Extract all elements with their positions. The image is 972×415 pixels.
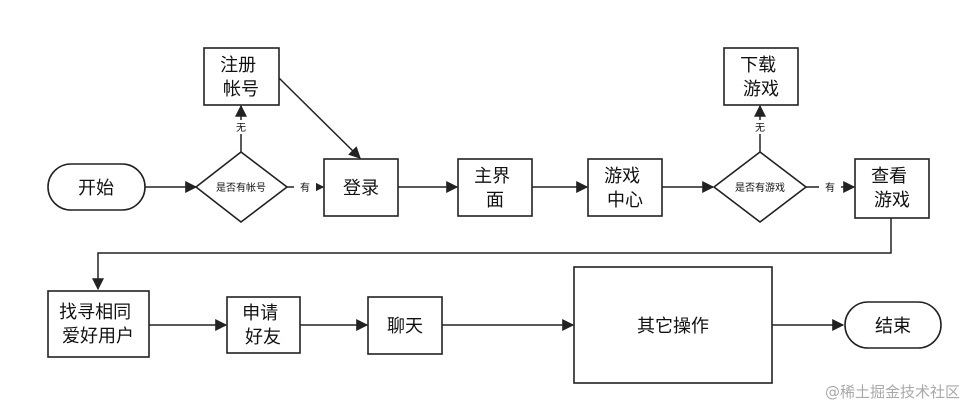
node-game-center-label: 游戏 中心 <box>604 166 646 211</box>
node-end-shape <box>844 301 942 349</box>
edges <box>92 77 892 331</box>
edge-view-games-to-find-users <box>92 218 892 291</box>
edge-label-bg <box>294 180 316 194</box>
edge-label-account-yes: 有 <box>300 181 310 194</box>
node-has-game-shape <box>712 150 808 224</box>
node-start-label: 开始 <box>78 178 114 199</box>
node-main-ui-shape <box>457 158 533 217</box>
node-find-users-line-2: 爱好用户 <box>62 326 134 347</box>
node-find-users-label: 找寻相同 爱好用户 <box>59 302 137 347</box>
node-register-line-2: 帐号 <box>223 79 259 100</box>
edge-label-bg <box>751 120 769 134</box>
node-login: 登录 <box>323 158 399 217</box>
node-other-ops: 其它操作 <box>573 266 773 384</box>
node-start-shape <box>47 163 146 211</box>
node-view-games-line-1: 查看 <box>871 166 907 187</box>
edge-label-bg <box>232 120 250 134</box>
node-game-center-line-2: 中心 <box>607 190 643 211</box>
node-chat-label: 聊天 <box>387 316 423 337</box>
node-friend-request-label: 申请 好友 <box>242 303 284 348</box>
node-download-line-2: 游戏 <box>743 79 779 100</box>
node-friend-request-line-2: 好友 <box>245 327 281 348</box>
node-has-game: 是否有游戏 <box>712 150 808 224</box>
node-view-games-line-2: 游戏 <box>874 190 910 211</box>
node-find-users: 找寻相同 爱好用户 <box>47 290 150 358</box>
node-main-ui-line-2: 面 <box>486 190 504 211</box>
node-view-games: 查看 游戏 <box>854 158 930 219</box>
node-view-games-label: 查看 游戏 <box>871 166 913 211</box>
edge-labels: 无 有 无 有 <box>232 120 841 194</box>
node-view-games-shape <box>854 158 930 219</box>
node-has-account-shape <box>194 150 289 224</box>
node-chat-shape <box>367 296 443 355</box>
node-main-ui-label: 主界 面 <box>474 166 516 211</box>
node-friend-request-line-1: 申请 <box>242 303 278 324</box>
node-download: 下载 游戏 <box>723 47 799 106</box>
node-register-label: 注册 帐号 <box>220 55 262 100</box>
node-game-center: 游戏 中心 <box>587 158 663 217</box>
node-main-ui-line-1: 主界 <box>474 166 510 187</box>
node-find-users-shape <box>47 290 150 358</box>
node-download-label: 下载 游戏 <box>740 55 782 100</box>
edge-label-game-no: 无 <box>755 123 765 134</box>
node-main-ui: 主界 面 <box>457 158 533 217</box>
node-other-ops-shape <box>573 266 773 384</box>
node-start: 开始 <box>47 163 146 211</box>
node-register-shape <box>203 47 280 106</box>
node-login-shape <box>323 158 399 217</box>
node-register-line-1: 注册 <box>220 55 256 76</box>
node-game-center-shape <box>587 158 663 217</box>
node-download-line-1: 下载 <box>740 55 776 76</box>
node-end-label: 结束 <box>875 316 911 337</box>
node-end: 结束 <box>844 301 942 349</box>
node-find-users-line-1: 找寻相同 <box>59 302 131 323</box>
node-has-account: 是否有帐号 <box>194 150 289 224</box>
node-register: 注册 帐号 <box>203 47 280 106</box>
node-has-game-label: 是否有游戏 <box>735 181 785 194</box>
edge-label-account-no: 无 <box>236 123 246 134</box>
node-chat: 聊天 <box>367 296 443 355</box>
node-friend-request: 申请 好友 <box>226 296 301 354</box>
node-friend-request-shape <box>226 296 301 354</box>
edge-label-game-yes: 有 <box>825 181 835 194</box>
edge-register-to-login <box>278 77 361 159</box>
node-has-account-label: 是否有帐号 <box>216 181 266 194</box>
edge-label-bg <box>819 180 841 194</box>
node-download-shape <box>723 47 799 106</box>
node-other-ops-label: 其它操作 <box>637 316 709 337</box>
node-game-center-line-1: 游戏 <box>604 166 640 187</box>
watermark: @稀土掘金技术社区 <box>825 383 960 401</box>
node-login-label: 登录 <box>343 178 379 199</box>
